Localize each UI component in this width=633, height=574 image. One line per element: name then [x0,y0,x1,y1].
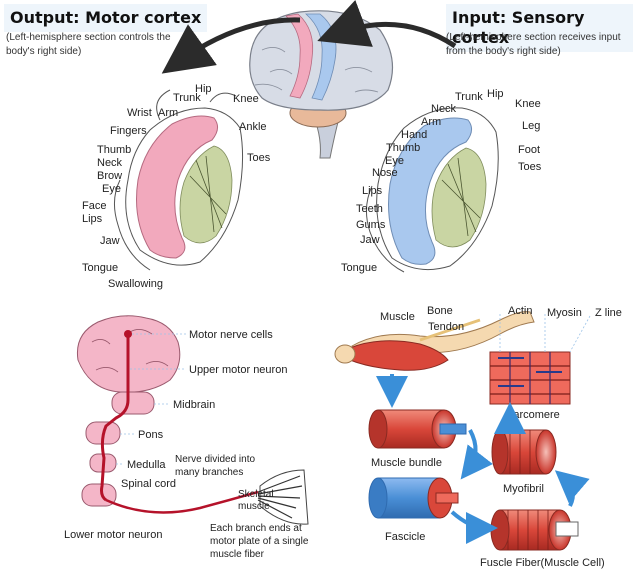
label-zline: Z line [595,307,622,319]
sensory-label-leg: Leg [522,120,540,132]
motor-label-tongue: Tongue [82,262,118,274]
label-branch-3: muscle fiber [210,549,265,560]
label-spinal-cord: Spinal cord [121,478,176,490]
motor-label-neck: Neck [97,157,123,169]
flow-arrow-fascicle-to-fiber [452,512,486,528]
label-actin: Actin [508,305,532,317]
motor-label-thumb: Thumb [97,144,131,156]
label-pons: Pons [138,429,164,441]
label-skeletal-1: Skeletal [238,489,274,500]
motor-label-fingers: Fingers [110,125,147,137]
motor-label-toes: Toes [247,152,271,164]
sensory-label-knee: Knee [515,98,541,110]
label-motor-nerve-cells: Motor nerve cells [189,329,273,341]
central-brain [250,11,393,158]
midbrain-block [112,392,154,414]
label-branch-2: motor plate of a single [210,536,309,547]
label-upper-motor-neuron: Upper motor neuron [189,364,287,376]
motor-label-knee: Knee [233,93,259,105]
fascicle [369,478,458,518]
muscle-bundle [369,410,466,448]
motor-label-arm: Arm [158,107,178,119]
label-medulla: Medulla [127,459,166,471]
motor-label-lips: Lips [82,213,103,225]
arm-hand [335,345,355,363]
label-muscle: Muscle [380,311,415,323]
sensory-label-jaw: Jaw [360,234,380,246]
motor-label-wrist: Wrist [127,107,152,119]
label-skeletal-2: muscle [238,501,270,512]
flow-arrow-fiber-to-myofibril [564,478,573,506]
sensory-label-gums: Gums [356,219,386,231]
sensory-label-thumb: Thumb [386,142,420,154]
sarcomere-diagram [490,352,570,404]
sensory-label-toes: Toes [518,161,542,173]
label-tendon: Tendon [428,321,464,333]
flow-arrow-bundle-to-fascicle [468,430,476,470]
sensory-label-teeth: Teeth [356,203,383,215]
sensory-label-hip: Hip [487,88,504,100]
label-bone: Bone [427,305,453,317]
motor-label-swallowing: Swallowing [108,278,163,290]
motor-label-eye: Eye [102,183,121,195]
label-myofibril: Myofibril [503,483,544,495]
label-nerve-divided-2: many branches [175,467,243,478]
label-midbrain: Midbrain [173,399,215,411]
muscle-fiber [491,510,578,550]
sensory-label-lips: Lips [362,185,383,197]
sensory-label-eye: Eye [385,155,404,167]
motor-label-jaw: Jaw [100,235,120,247]
label-nerve-divided-1: Nerve divided into [175,454,255,465]
lower-motor-neuron-path [106,492,258,513]
label-fascicle: Fascicle [385,531,425,543]
label-muscle-bundle: Muscle bundle [371,457,442,469]
motor-nerve-cell [124,330,132,338]
motor-label-face: Face [82,200,106,212]
sensory-label-nose: Nose [372,167,398,179]
sensory-label-tongue: Tongue [341,262,377,274]
label-branch-1: Each branch ends at [210,523,302,534]
sensory-label-hand: Hand [401,129,427,141]
label-myosin: Myosin [547,307,582,319]
sensory-label-foot: Foot [518,144,540,156]
arm-labels: Muscle Bone Tendon [380,305,464,333]
sensory-label-arm: Arm [421,116,441,128]
motor-label-brow: Brow [97,170,122,182]
motor-label-trunk: Trunk [173,92,201,104]
myofibril [492,430,556,474]
sensory-label-neck: Neck [431,103,457,115]
label-lower-motor-neuron: Lower motor neuron [64,529,162,541]
label-sarcomere: Sarcomere [506,409,560,421]
label-muscle-fiber: Fuscle Fiber(Muscle Cell) [480,557,605,569]
motor-label-ankle: Ankle [239,121,267,133]
sensory-cortex-slice [366,108,498,272]
sensory-label-trunk: Trunk [455,91,483,103]
